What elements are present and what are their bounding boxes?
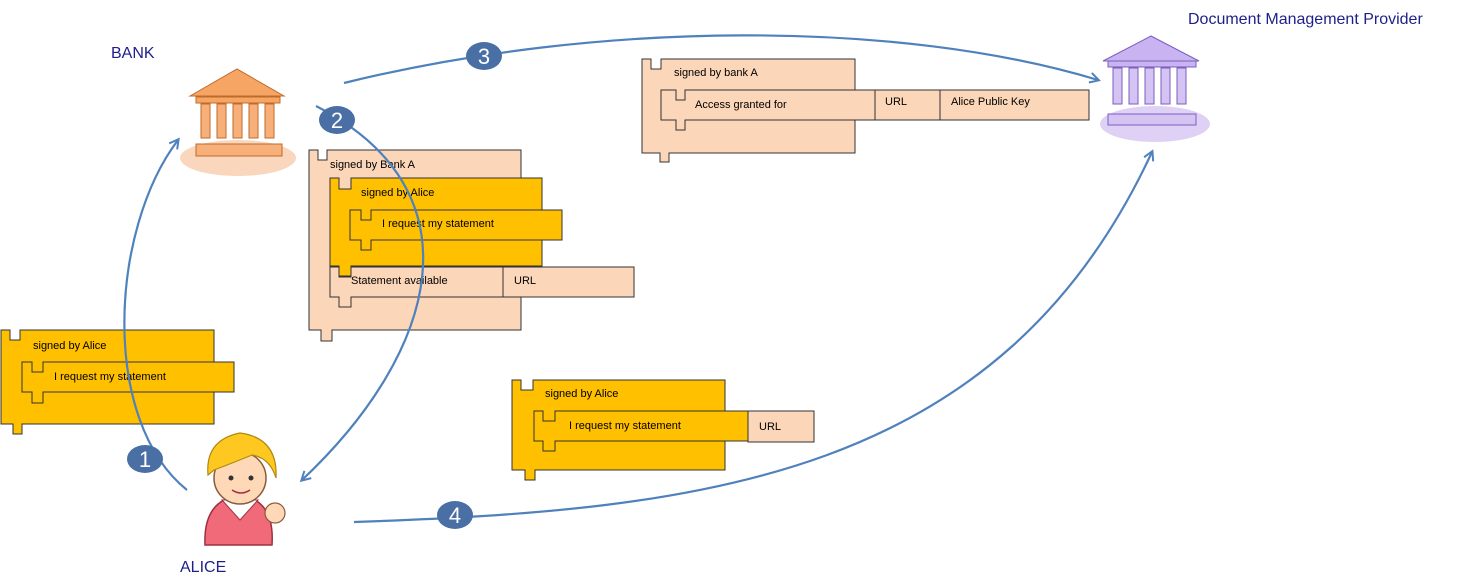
step-badge-2: 2 [319,106,355,134]
br-outer-label: signed by Bank A [330,159,416,171]
br-url-label: URL [514,275,536,287]
provider-bank-icon [1100,35,1210,142]
bp-key-label: Alice Public Key [951,96,1030,108]
provider-title: Document Management Provider [1188,11,1423,28]
step-1-number: 1 [139,447,151,472]
bank-title: BANK [111,45,155,62]
step-badge-1: 1 [127,445,163,473]
alice-title: ALICE [180,559,226,576]
ar-inner-label: I request my statement [54,371,166,383]
block-bank-response: signed by Bank A signed by Alice I reque… [308,149,635,342]
step-badge-3: 3 [466,42,502,70]
ap-inner-label: I request my statement [569,420,681,432]
step-2-number: 2 [331,108,343,133]
step-badge-4: 4 [437,501,473,529]
ap-url-label: URL [759,421,781,433]
ar-outer-label: signed by Alice [33,340,106,352]
br-statement-label: Statement available [351,275,448,287]
br-nested-inner-label: I request my statement [382,218,494,230]
alice-avatar-icon [204,432,286,546]
arrow-step-4 [353,152,1152,524]
arrow-step-1 [123,140,188,491]
step-4-number: 4 [449,503,461,528]
arrow-step-3 [343,34,1098,85]
arrow-step-2 [302,105,425,480]
block-alice-to-provider: signed by Alice I request my statement U… [511,379,815,481]
bp-outer-label: signed by bank A [674,67,758,79]
block-bank-to-provider: signed by bank A Access granted for URL … [641,58,1090,163]
ap-outer-label: signed by Alice [545,388,618,400]
block-alice-request: signed by Alice I request my statement [0,329,235,435]
step-3-number: 3 [478,44,490,69]
bp-access-label: Access granted for [695,99,787,111]
br-nested-outer-label: signed by Alice [361,187,434,199]
bank-icon [180,68,296,176]
bp-url-label: URL [885,96,907,108]
